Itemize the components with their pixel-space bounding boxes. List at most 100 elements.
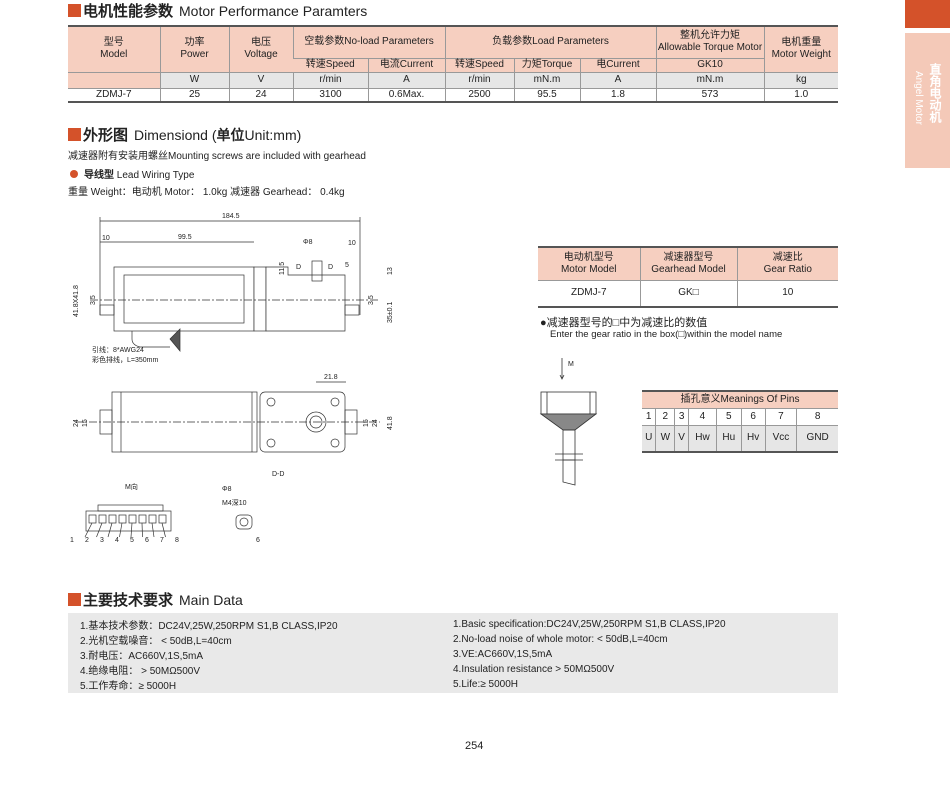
dim-label: 3.5 xyxy=(368,295,375,305)
pin-leader xyxy=(96,522,103,538)
pin-leader xyxy=(107,522,113,538)
pin-socket xyxy=(158,514,167,524)
dim-label: D xyxy=(296,264,301,271)
wiring-type: 导线型 Lead Wiring Type xyxy=(68,166,194,181)
pin-label: 1 xyxy=(70,537,74,544)
dim-label: 3.5 xyxy=(90,295,97,305)
section-title-cn: 主要技术要求 xyxy=(83,592,174,609)
pin-label: 8 xyxy=(175,537,179,544)
dim-label: 24 xyxy=(73,419,80,427)
sub-header: 电流Current xyxy=(367,58,445,73)
pin-socket xyxy=(118,514,127,524)
page-number: 254 xyxy=(465,740,484,752)
pin-label: 5 xyxy=(130,537,134,544)
pin-label: 7 xyxy=(160,537,164,544)
pin-meaning: Hu xyxy=(715,425,742,453)
main-data-en-line: 2.No-load noise of whole motor: < 50dB,L… xyxy=(453,634,668,645)
pin-label: 2 xyxy=(85,537,89,544)
wiring-cn: 导线型 xyxy=(84,170,114,181)
dim-label: D xyxy=(328,264,333,271)
section-title-unit-cn: 单位 xyxy=(216,126,245,143)
sub-header: 电Current xyxy=(579,58,656,73)
main-data-en-line: 4.Insulation resistance > 50MΩ500V xyxy=(453,664,615,675)
m-arrow-label: M xyxy=(568,361,574,368)
pin-meaning: U xyxy=(642,425,656,453)
main-data-en-line: 5.Life:≥ 5000H xyxy=(453,679,518,690)
m-view-label: M向 xyxy=(125,482,138,491)
dim-label: 184.5 xyxy=(222,213,240,220)
dim-label: 11.5 xyxy=(279,262,286,275)
header-load: 负载参数Load Parameters xyxy=(444,26,656,59)
dim-label: 15 xyxy=(82,419,89,427)
lead-note: 引线：8*AWG24 xyxy=(92,345,144,354)
pin-meaning: GND xyxy=(796,425,838,453)
pin-meaning: Hv xyxy=(740,425,766,453)
main-data-cn-line: 3.耐电压：AC660V,1S,5mA xyxy=(80,651,204,662)
dim-label: 41.8 xyxy=(387,416,394,430)
dim-label: 24 xyxy=(372,419,379,427)
pin-leader xyxy=(84,522,93,538)
pin-leader xyxy=(151,522,155,538)
main-data-cn-line: 1.基本技术参数：DC24V,25W,250RPM S1,B CLASS,IP2… xyxy=(80,621,338,632)
dim-label: 13 xyxy=(387,267,394,275)
pin-socket xyxy=(88,514,97,524)
section-title-unit: Unit:mm) xyxy=(244,126,302,143)
dim-label: 10 xyxy=(348,240,356,247)
sub-header: 转速Speed xyxy=(293,58,368,73)
main-data-cn-line: 2.光机空载噪音： < 50dB,L=40cm xyxy=(80,636,232,647)
pin-number: 1 xyxy=(642,408,656,426)
section-title-cn: 外形图 xyxy=(83,127,129,144)
sub-header: GK10 xyxy=(655,58,764,73)
pin-label: 4 xyxy=(115,537,119,544)
pin-numbers: 1 2 3 4 5 6 7 8 xyxy=(60,537,200,549)
section-title-performance: 电机性能参数 Motor Performance Paramters xyxy=(68,0,367,21)
main-data-en-line: 3.VE:AC660V,1S,5mA xyxy=(453,649,553,660)
pin-socket xyxy=(148,514,157,524)
pin-leader xyxy=(141,522,143,538)
header-noload: 空载参数No-load Parameters xyxy=(292,26,445,59)
pin-meaning: Hw xyxy=(688,425,717,453)
side-tab-cn: 直角电动机 xyxy=(928,63,942,123)
main-data-cn-line: 4.绝缘电阻： > 50MΩ500V xyxy=(80,666,201,677)
screws-note: 减速器附有安装用螺丝Mounting screws are included w… xyxy=(68,151,366,162)
dimension-drawing: 184.5 10 99.5 Φ8 10 D D 5 11.5 13 41.8X4… xyxy=(73,213,394,544)
pin-number: 7 xyxy=(764,408,797,426)
sub-header: 转速Speed xyxy=(444,58,514,73)
pin-socket xyxy=(108,514,117,524)
pin-meaning: Vcc xyxy=(764,425,797,453)
dim-label: 10 xyxy=(102,235,110,242)
dim-label: 5 xyxy=(345,262,349,269)
section-title-en: Dimensiond ( xyxy=(134,126,217,143)
dim-label: 41.8X41.8 xyxy=(73,285,80,317)
wiring-en: Lead Wiring Type xyxy=(116,170,195,181)
pin-leader xyxy=(130,522,133,538)
dd-label: M4深10 xyxy=(222,498,247,507)
dd-label: D-D xyxy=(272,471,284,478)
section-marker xyxy=(68,4,81,17)
pin-label: 3 xyxy=(100,537,104,544)
dd-label: 6 xyxy=(256,537,260,544)
section-title-en: Main Data xyxy=(179,591,243,608)
pin-number: 2 xyxy=(655,408,675,426)
side-tab-accent xyxy=(905,0,950,28)
dim-label: 21.8 xyxy=(324,374,338,381)
pin-leader xyxy=(119,522,123,538)
lead-note: 彩色排线，L=350mm xyxy=(92,355,158,364)
pin-label: 6 xyxy=(145,537,149,544)
section-title-en: Motor Performance Paramters xyxy=(179,2,368,19)
pin-socket xyxy=(128,514,137,524)
dim-label: Φ8 xyxy=(303,239,313,246)
